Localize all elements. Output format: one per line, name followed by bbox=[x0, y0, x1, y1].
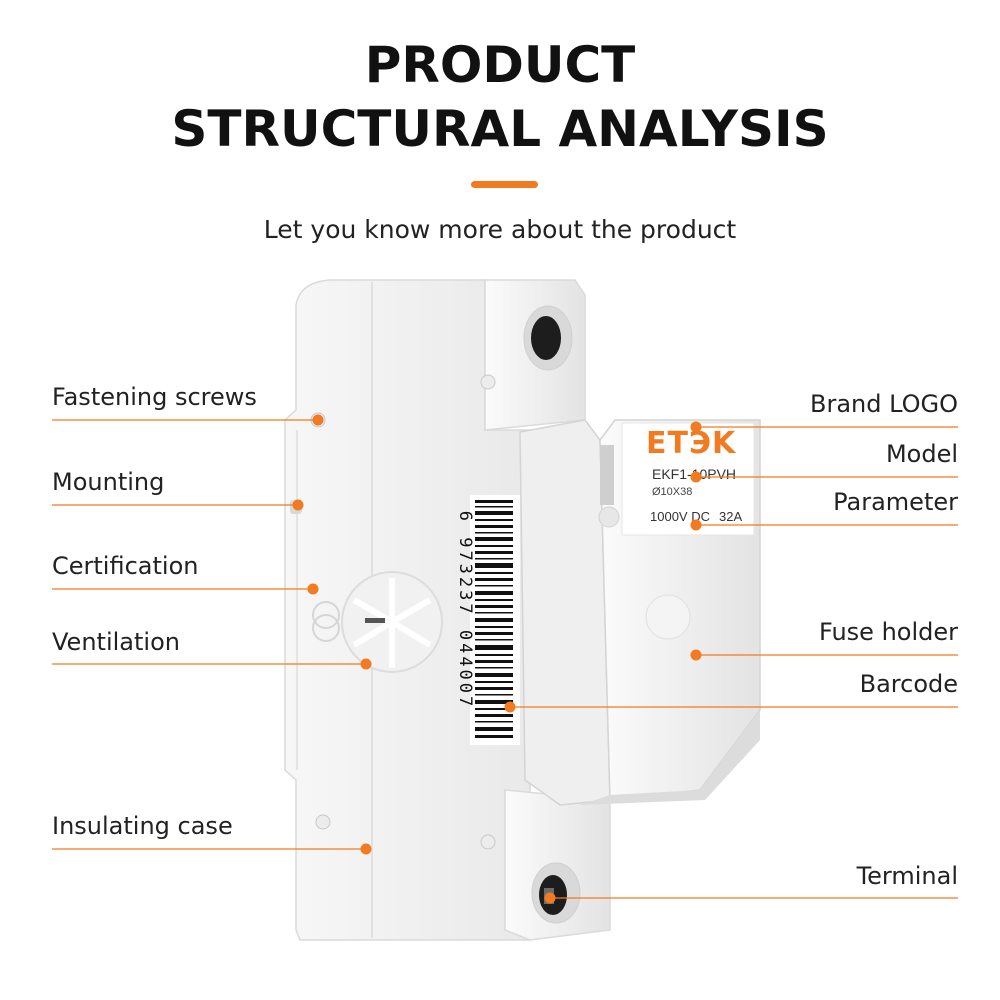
callout-dot bbox=[690, 421, 702, 433]
callout-dot bbox=[312, 414, 324, 426]
fuse-holder-slot bbox=[600, 445, 614, 505]
fuse-size-text: Ø10X38 bbox=[652, 486, 693, 498]
page-title-line1: PRODUCT bbox=[364, 36, 636, 94]
ce-mark bbox=[312, 601, 340, 642]
fuse-holder-edge bbox=[580, 710, 760, 805]
callout-dot bbox=[360, 658, 372, 670]
callout-dot bbox=[690, 519, 702, 531]
callout-dot bbox=[690, 471, 702, 483]
callout-dot bbox=[360, 843, 372, 855]
brand-logo-text: ETЭK bbox=[646, 426, 737, 461]
screw-hole bbox=[480, 374, 496, 390]
rating-current-text: 32A bbox=[719, 509, 743, 524]
fuse-holder-latch bbox=[598, 506, 620, 528]
label-certification: Certification bbox=[52, 552, 199, 580]
screw-hole bbox=[480, 834, 496, 850]
callout-dot bbox=[544, 892, 556, 904]
label-fastening-screws: Fastening screws bbox=[52, 383, 257, 411]
label-parameter: Parameter bbox=[833, 488, 958, 516]
label-brand-logo: Brand LOGO bbox=[809, 390, 958, 418]
label-fuse-holder: Fuse holder bbox=[818, 618, 958, 646]
ventilation-grille bbox=[341, 571, 443, 673]
page-title-line2: STRUCTURAL ANALYSIS bbox=[171, 100, 829, 158]
label-model: Model bbox=[885, 440, 958, 468]
screw-hole bbox=[315, 814, 331, 830]
label-mounting: Mounting bbox=[52, 468, 165, 496]
accent-divider bbox=[471, 181, 538, 188]
label-barcode: Barcode bbox=[859, 670, 958, 698]
label-ventilation: Ventilation bbox=[52, 628, 180, 656]
product-label bbox=[621, 422, 755, 536]
callout-dot bbox=[504, 701, 516, 713]
label-terminal: Terminal bbox=[856, 862, 958, 890]
fuse-holder-grip bbox=[645, 594, 691, 640]
callout-dot bbox=[307, 583, 319, 595]
label-insulating-case: Insulating case bbox=[52, 812, 233, 840]
callout-dot bbox=[690, 649, 702, 661]
page-subtitle: Let you know more about the product bbox=[263, 215, 737, 244]
callout-dot bbox=[292, 499, 304, 511]
top-terminal-opening bbox=[531, 316, 561, 360]
